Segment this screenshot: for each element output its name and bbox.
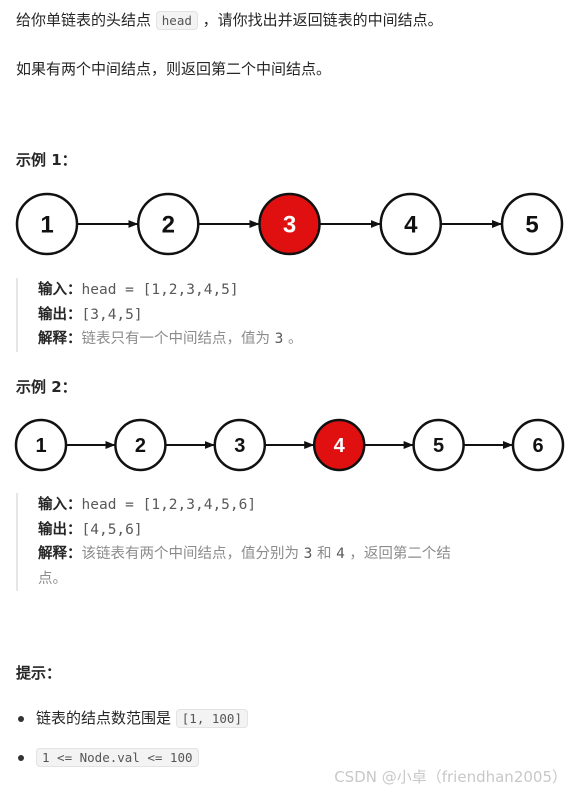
example-1-node-circle [379,192,442,256]
hint-code: 1 <= Node.val <= 100 [36,748,199,767]
hint-item-1: 链表的结点数范围是 [1, 100] [16,706,248,731]
example-2-node-circle [412,418,465,472]
intro-line-2: 如果有两个中间结点，则返回第二个中间结点。 [16,60,332,78]
input-label: 输入： [38,282,82,298]
explain-text-2: ，返回第二个结 [344,546,451,562]
example-1-output-row: 输出：[3,4,5] [38,303,302,328]
csdn-watermark: CSDN @小卓（friendhan2005） [334,768,567,786]
output-label: 输出： [38,521,82,538]
intro-text-end: ，请你找出并返回链表的中间结点。 [197,11,443,29]
hint-code: [1, 100] [175,709,248,728]
explain-text: 链表只有一个中间结点，值为 [81,331,275,347]
example-1-node-5: 5 [500,192,564,256]
example-2-node-label: 5 [433,435,444,457]
example-1-node-4: 4 [379,192,442,256]
input-label: 输入： [38,497,82,513]
example-1-node-label: 1 [40,212,53,239]
hint-item-2: 1 <= Node.val <= 100 [16,745,248,770]
output-value: [3,4,5] [81,306,143,323]
explain-and: 和 [312,546,337,562]
output-label: 输出： [38,306,82,323]
example-1-block: 输入：head = [1,2,3,4,5] 输出：[3,4,5] 解释：链表只有… [16,278,302,352]
example-1-explain-row: 解释：链表只有一个中间结点，值为 3 。 [38,327,302,352]
example-1-node-1: 1 [15,192,79,256]
explain-label: 解释： [38,331,82,347]
example-1-node-3-middle: 3 [258,192,321,256]
example-1-node-circle [137,192,200,256]
example-1-node-2: 2 [137,192,200,256]
head-code: head [155,11,198,30]
example-2-node-circle [14,418,68,472]
explain-value: 3 [274,331,284,347]
example-2-node-circle [511,418,565,472]
hints-list: 链表的结点数范围是 [1, 100] 1 <= Node.val <= 100 [16,706,248,770]
input-value: head = [1,2,3,4,5] [81,282,239,298]
example-2-node-1: 1 [14,418,68,472]
example-1-heading: 示例 1： [16,151,77,169]
example-1-node-label: 3 [283,212,296,239]
input-value: head = [1,2,3,4,5,6] [81,497,257,513]
example-2-linked-list-diagram: 1 2 3 4 5 6 [14,418,565,472]
example-2-explain-wrap: 点。 [38,570,67,587]
example-2-node-label: 3 [234,435,245,457]
example-2-block: 输入：head = [1,2,3,4,5,6] 输出：[4,5,6] 解释：该链… [16,493,451,591]
explain-value-1: 3 [303,546,313,562]
example-2-explain-row: 解释：该链表有两个中间结点，值分别为 3 和 4 ，返回第二个结 [38,542,451,567]
example-1-node-label: 4 [404,212,418,239]
output-value: [4,5,6] [81,521,143,538]
explain-label: 解释： [38,546,82,562]
example-2-node-circle [213,418,267,472]
example-2-node-label: 6 [532,435,543,457]
example-2-node-6: 6 [511,418,565,472]
example-2-node-5: 5 [412,418,465,472]
example-2-node-circle [114,418,167,472]
intro-line-1: 给你单链表的头结点 head ，请你找出并返回链表的中间结点。 [16,8,443,33]
example-2-input-row: 输入：head = [1,2,3,4,5,6] [38,493,451,518]
example-1-input-row: 输入：head = [1,2,3,4,5] [38,278,302,303]
explain-value-2: 4 [336,546,345,562]
example-1-node-label: 2 [162,212,175,239]
intro-text: 给你单链表的头结点 [16,11,156,29]
hints-heading: 提示： [16,664,62,682]
hint-text: 链表的结点数范围是 [36,709,176,727]
example-1-linked-list-diagram: 1 2 3 4 5 [15,192,564,256]
example-1-node-circle [15,192,79,256]
example-2-node-label: 1 [35,435,46,457]
example-2-node-label: 4 [334,435,346,457]
example-2-output-row: 输出：[4,5,6] [38,518,451,543]
example-2-node-2: 2 [114,418,167,472]
explain-end: 。 [283,331,303,347]
example-1-node-circle [258,192,321,256]
example-1-node-label: 5 [525,212,538,239]
example-2-node-label: 2 [135,435,146,457]
example-1-node-circle [500,192,564,256]
example-2-heading: 示例 2： [16,378,77,396]
explain-text: 该链表有两个中间结点，值分别为 [81,546,304,562]
example-2-node-circle [312,418,366,472]
example-2-node-3: 3 [213,418,267,472]
example-2-node-4-middle: 4 [312,418,366,472]
